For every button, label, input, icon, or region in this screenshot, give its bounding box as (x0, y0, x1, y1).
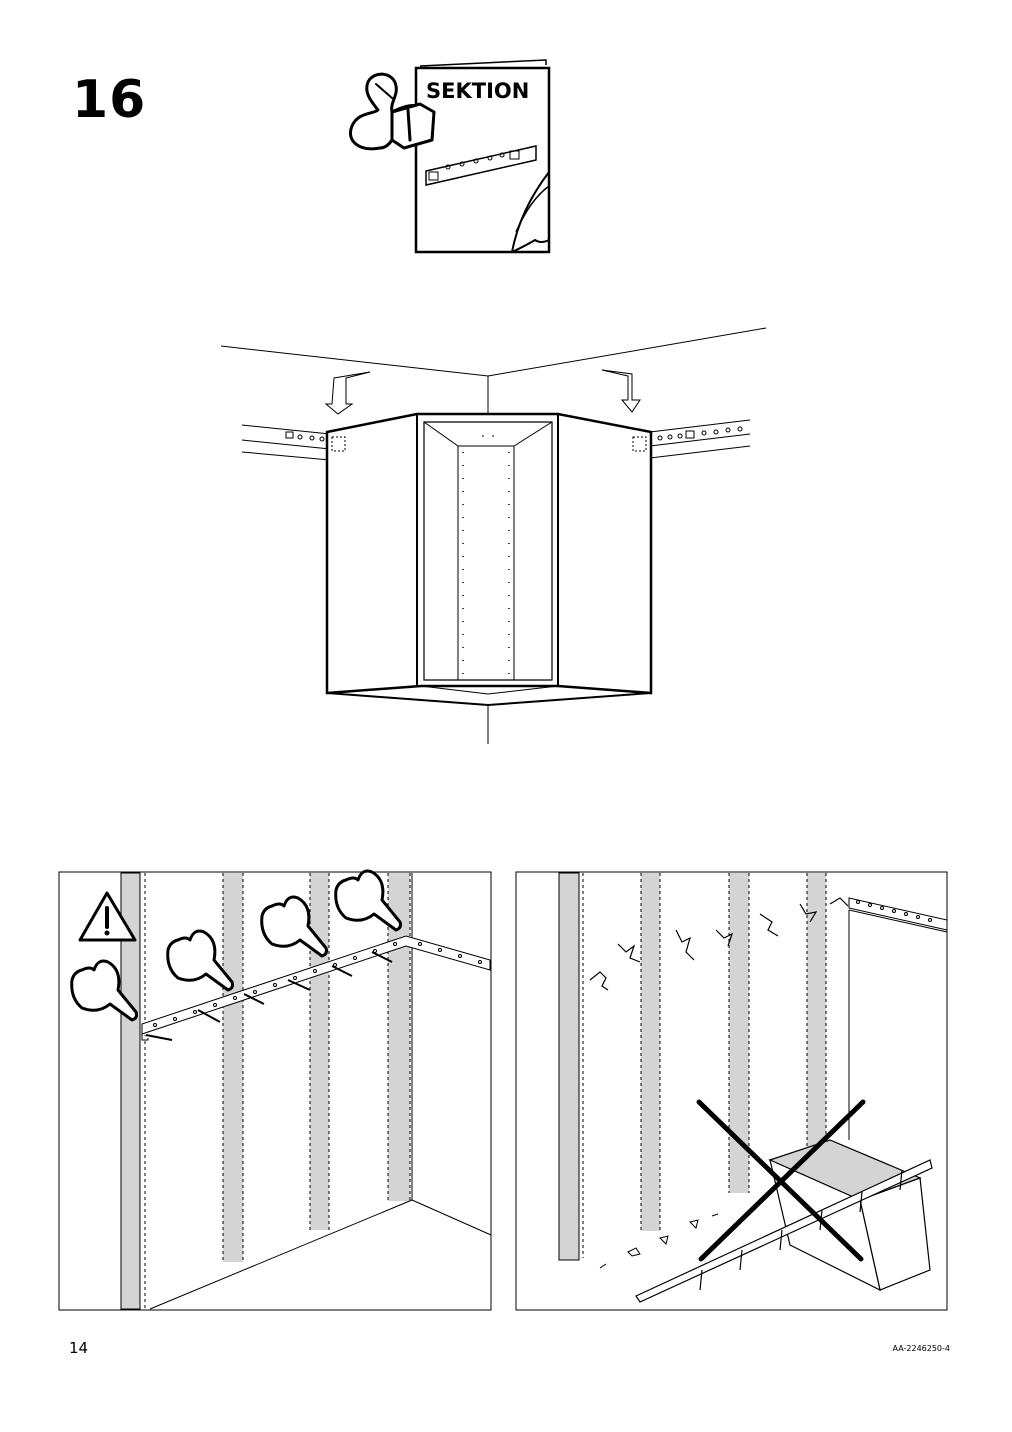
wrong-cross-icon (696, 1099, 866, 1262)
down-arrow-icon (324, 369, 641, 415)
wall-rail-right (649, 419, 751, 459)
wall-corner-post (120, 872, 146, 1310)
booklet-title: SEKTION (426, 79, 529, 103)
mounting-rail (141, 935, 491, 1041)
pointing-hand-icon (70, 869, 402, 1022)
wall-cracks (589, 897, 849, 991)
booklet-back-page (419, 59, 547, 67)
manual-reference: SEKTION (349, 59, 551, 254)
room-lines (220, 327, 767, 744)
page-number: 14 (69, 1339, 89, 1357)
rail-far-wall (848, 897, 948, 931)
document-code: AA-2246250-4 (892, 1344, 950, 1353)
wall-rail-left (241, 424, 331, 461)
warning-icon (78, 891, 137, 942)
step-number: 16 (72, 70, 147, 130)
booklet-rail-icon (425, 145, 537, 186)
room-edge-lines (149, 873, 492, 1310)
booklet: SEKTION (414, 66, 551, 254)
wall-studs (222, 873, 411, 1262)
room-edge-lines (848, 909, 948, 1140)
debris (599, 1213, 719, 1269)
wall-corner-post (558, 872, 584, 1261)
corner-cabinet-illustration (220, 327, 767, 744)
wall-studs (640, 873, 827, 1231)
corner-cabinet (325, 412, 653, 707)
manual-reading-icon (349, 72, 436, 151)
